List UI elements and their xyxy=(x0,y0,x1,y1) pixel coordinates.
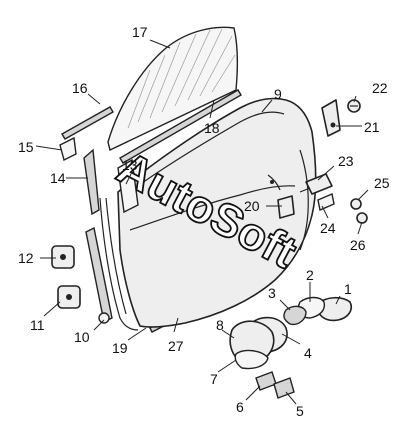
belt-molding xyxy=(119,89,242,164)
door-hinge xyxy=(51,245,75,269)
callout-23: 23 xyxy=(338,153,354,169)
screw-25 xyxy=(350,198,362,210)
callout-4: 4 xyxy=(304,345,312,361)
callout-labels: 17 16 15 14 18 9 13 12 11 10 19 27 22 21… xyxy=(18,24,390,419)
callout-8: 8 xyxy=(216,317,224,333)
handle-base xyxy=(283,305,307,326)
callout-9: 9 xyxy=(274,86,282,102)
lock-cable xyxy=(299,149,309,251)
screw xyxy=(347,99,361,113)
window-glass xyxy=(107,26,239,151)
callout-19: 19 xyxy=(112,340,128,356)
callout-22: 22 xyxy=(372,80,388,96)
mirror-glass xyxy=(234,349,269,370)
callout-16: 16 xyxy=(72,80,88,96)
door-latch xyxy=(277,195,295,219)
leader-lines xyxy=(35,39,369,405)
callout-27: 27 xyxy=(168,338,184,354)
lock-rod xyxy=(317,193,335,211)
callout-18: 18 xyxy=(204,120,220,136)
door-frame-trim xyxy=(99,197,139,331)
callout-14: 14 xyxy=(50,170,66,186)
door-seal xyxy=(85,226,113,324)
callout-24: 24 xyxy=(320,220,336,236)
callout-10: 10 xyxy=(74,329,90,345)
trim-strip xyxy=(83,148,100,216)
glass-clip xyxy=(59,136,77,162)
window-bracket xyxy=(117,158,139,214)
callout-20: 20 xyxy=(244,198,260,214)
mirror-cover xyxy=(273,377,295,399)
callout-15: 15 xyxy=(18,139,34,155)
callout-3: 3 xyxy=(268,285,276,301)
callout-21: 21 xyxy=(364,119,380,135)
callout-11: 11 xyxy=(30,317,45,333)
handle-cover xyxy=(316,296,353,322)
callout-12: 12 xyxy=(18,250,34,266)
callout-2: 2 xyxy=(306,267,314,283)
callout-17: 17 xyxy=(132,24,148,40)
callout-1: 1 xyxy=(344,281,352,297)
callout-26: 26 xyxy=(350,237,366,253)
callout-7: 7 xyxy=(210,371,218,387)
door-panel xyxy=(117,97,317,328)
callout-13: 13 xyxy=(122,157,138,173)
callout-5: 5 xyxy=(296,403,304,419)
door-hinge-lower xyxy=(57,285,81,309)
screw-26 xyxy=(356,212,368,224)
callout-6: 6 xyxy=(236,399,244,415)
callout-25: 25 xyxy=(374,175,390,191)
glass-strip xyxy=(61,106,114,140)
lock-bracket xyxy=(321,99,341,137)
